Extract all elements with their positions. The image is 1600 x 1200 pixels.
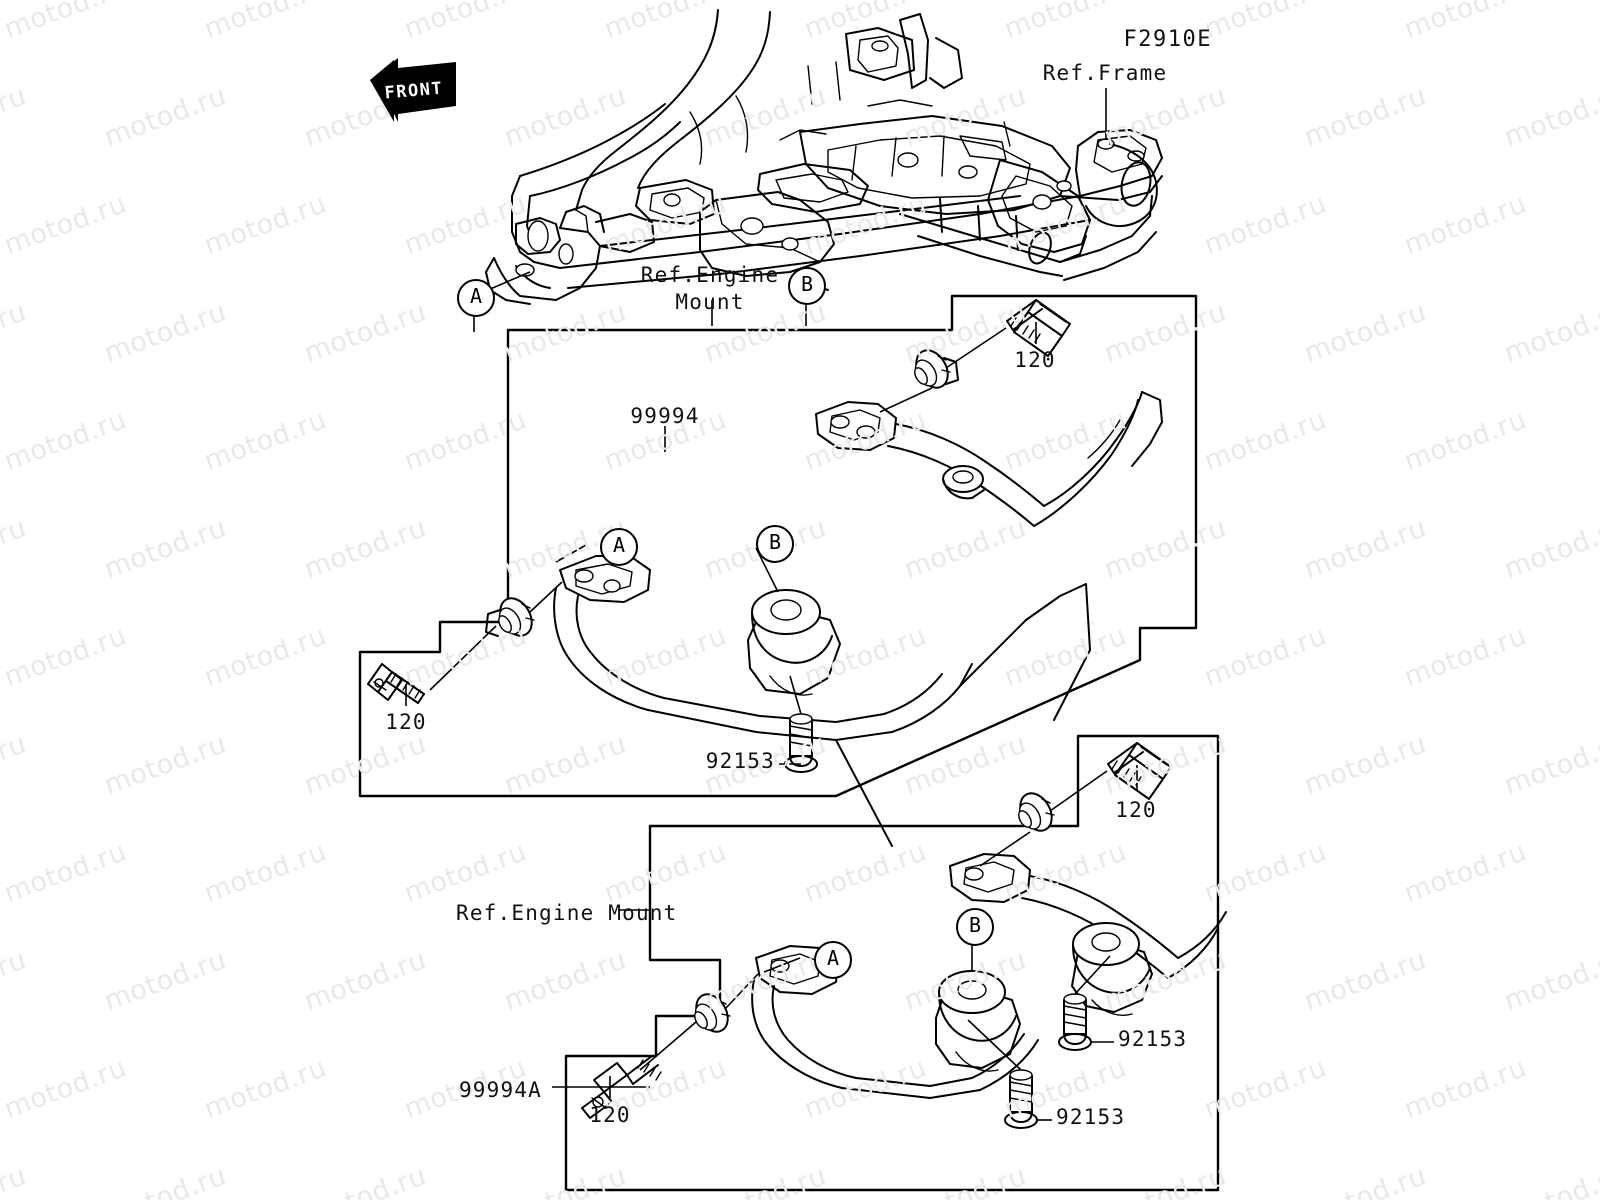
part-number-92153-a: 92153 [705, 749, 775, 773]
part-boundary-99994A [564, 734, 1220, 1192]
engine-guard-99994-drawing [553, 391, 1163, 847]
ref-engine-mount-label-1: Ref.Engine Mount [641, 262, 779, 317]
callout-a-low: A [814, 941, 852, 979]
hardware-99994 [367, 299, 1071, 773]
part-number-120-a: 120 [1014, 348, 1056, 372]
ref-engine-mount-line1: Ref.Engine [640, 263, 780, 287]
ref-engine-mount-label-2: Ref.Engine Mount [456, 901, 678, 925]
part-number-99994: 99994 [630, 404, 700, 428]
frame-assembly-drawing [485, 9, 1163, 305]
bushing-left [485, 597, 535, 637]
part-number-92153-c: 92153 [1056, 1105, 1126, 1129]
part-number-120-d: 120 [589, 1103, 631, 1127]
flange-bolt-92153-bottom [1004, 1069, 1038, 1129]
bolt-120-top-right [1006, 299, 1071, 357]
bolt-120-bottom-left [581, 1055, 662, 1119]
ref-frame-label: Ref.Frame [1042, 61, 1168, 85]
ref-engine-mount-line2: Mount [675, 290, 745, 315]
callout-b-frame: B [788, 267, 826, 305]
bushing-bottom-right [1018, 792, 1055, 832]
bolt-120-left [367, 663, 425, 704]
hardware-99994A [581, 742, 1172, 1129]
part-number-120-c: 120 [1115, 798, 1157, 822]
part-number-99994A: 99994A [458, 1078, 542, 1102]
part-number-120-b: 120 [385, 710, 427, 734]
callout-a-frame: A [457, 279, 495, 317]
callout-a-mid: A [600, 528, 638, 566]
bushing-top-right [914, 349, 959, 389]
flange-bolt-92153-right [1058, 993, 1092, 1051]
front-direction-badge: FRONT [368, 52, 460, 126]
part-boundary-99994 [358, 294, 1198, 798]
bushing-bottom-left [694, 993, 731, 1033]
part-number-92153-b: 92153 [1118, 1027, 1188, 1051]
diagram-code: F2910E [1123, 27, 1212, 52]
engine-guard-99994A-drawing [751, 853, 1227, 1099]
callout-b-low: B [956, 908, 994, 946]
callout-b-mid: B [756, 525, 794, 563]
bolt-120-bottom-right [1107, 742, 1172, 800]
flange-bolt-92153-mid [784, 713, 818, 773]
